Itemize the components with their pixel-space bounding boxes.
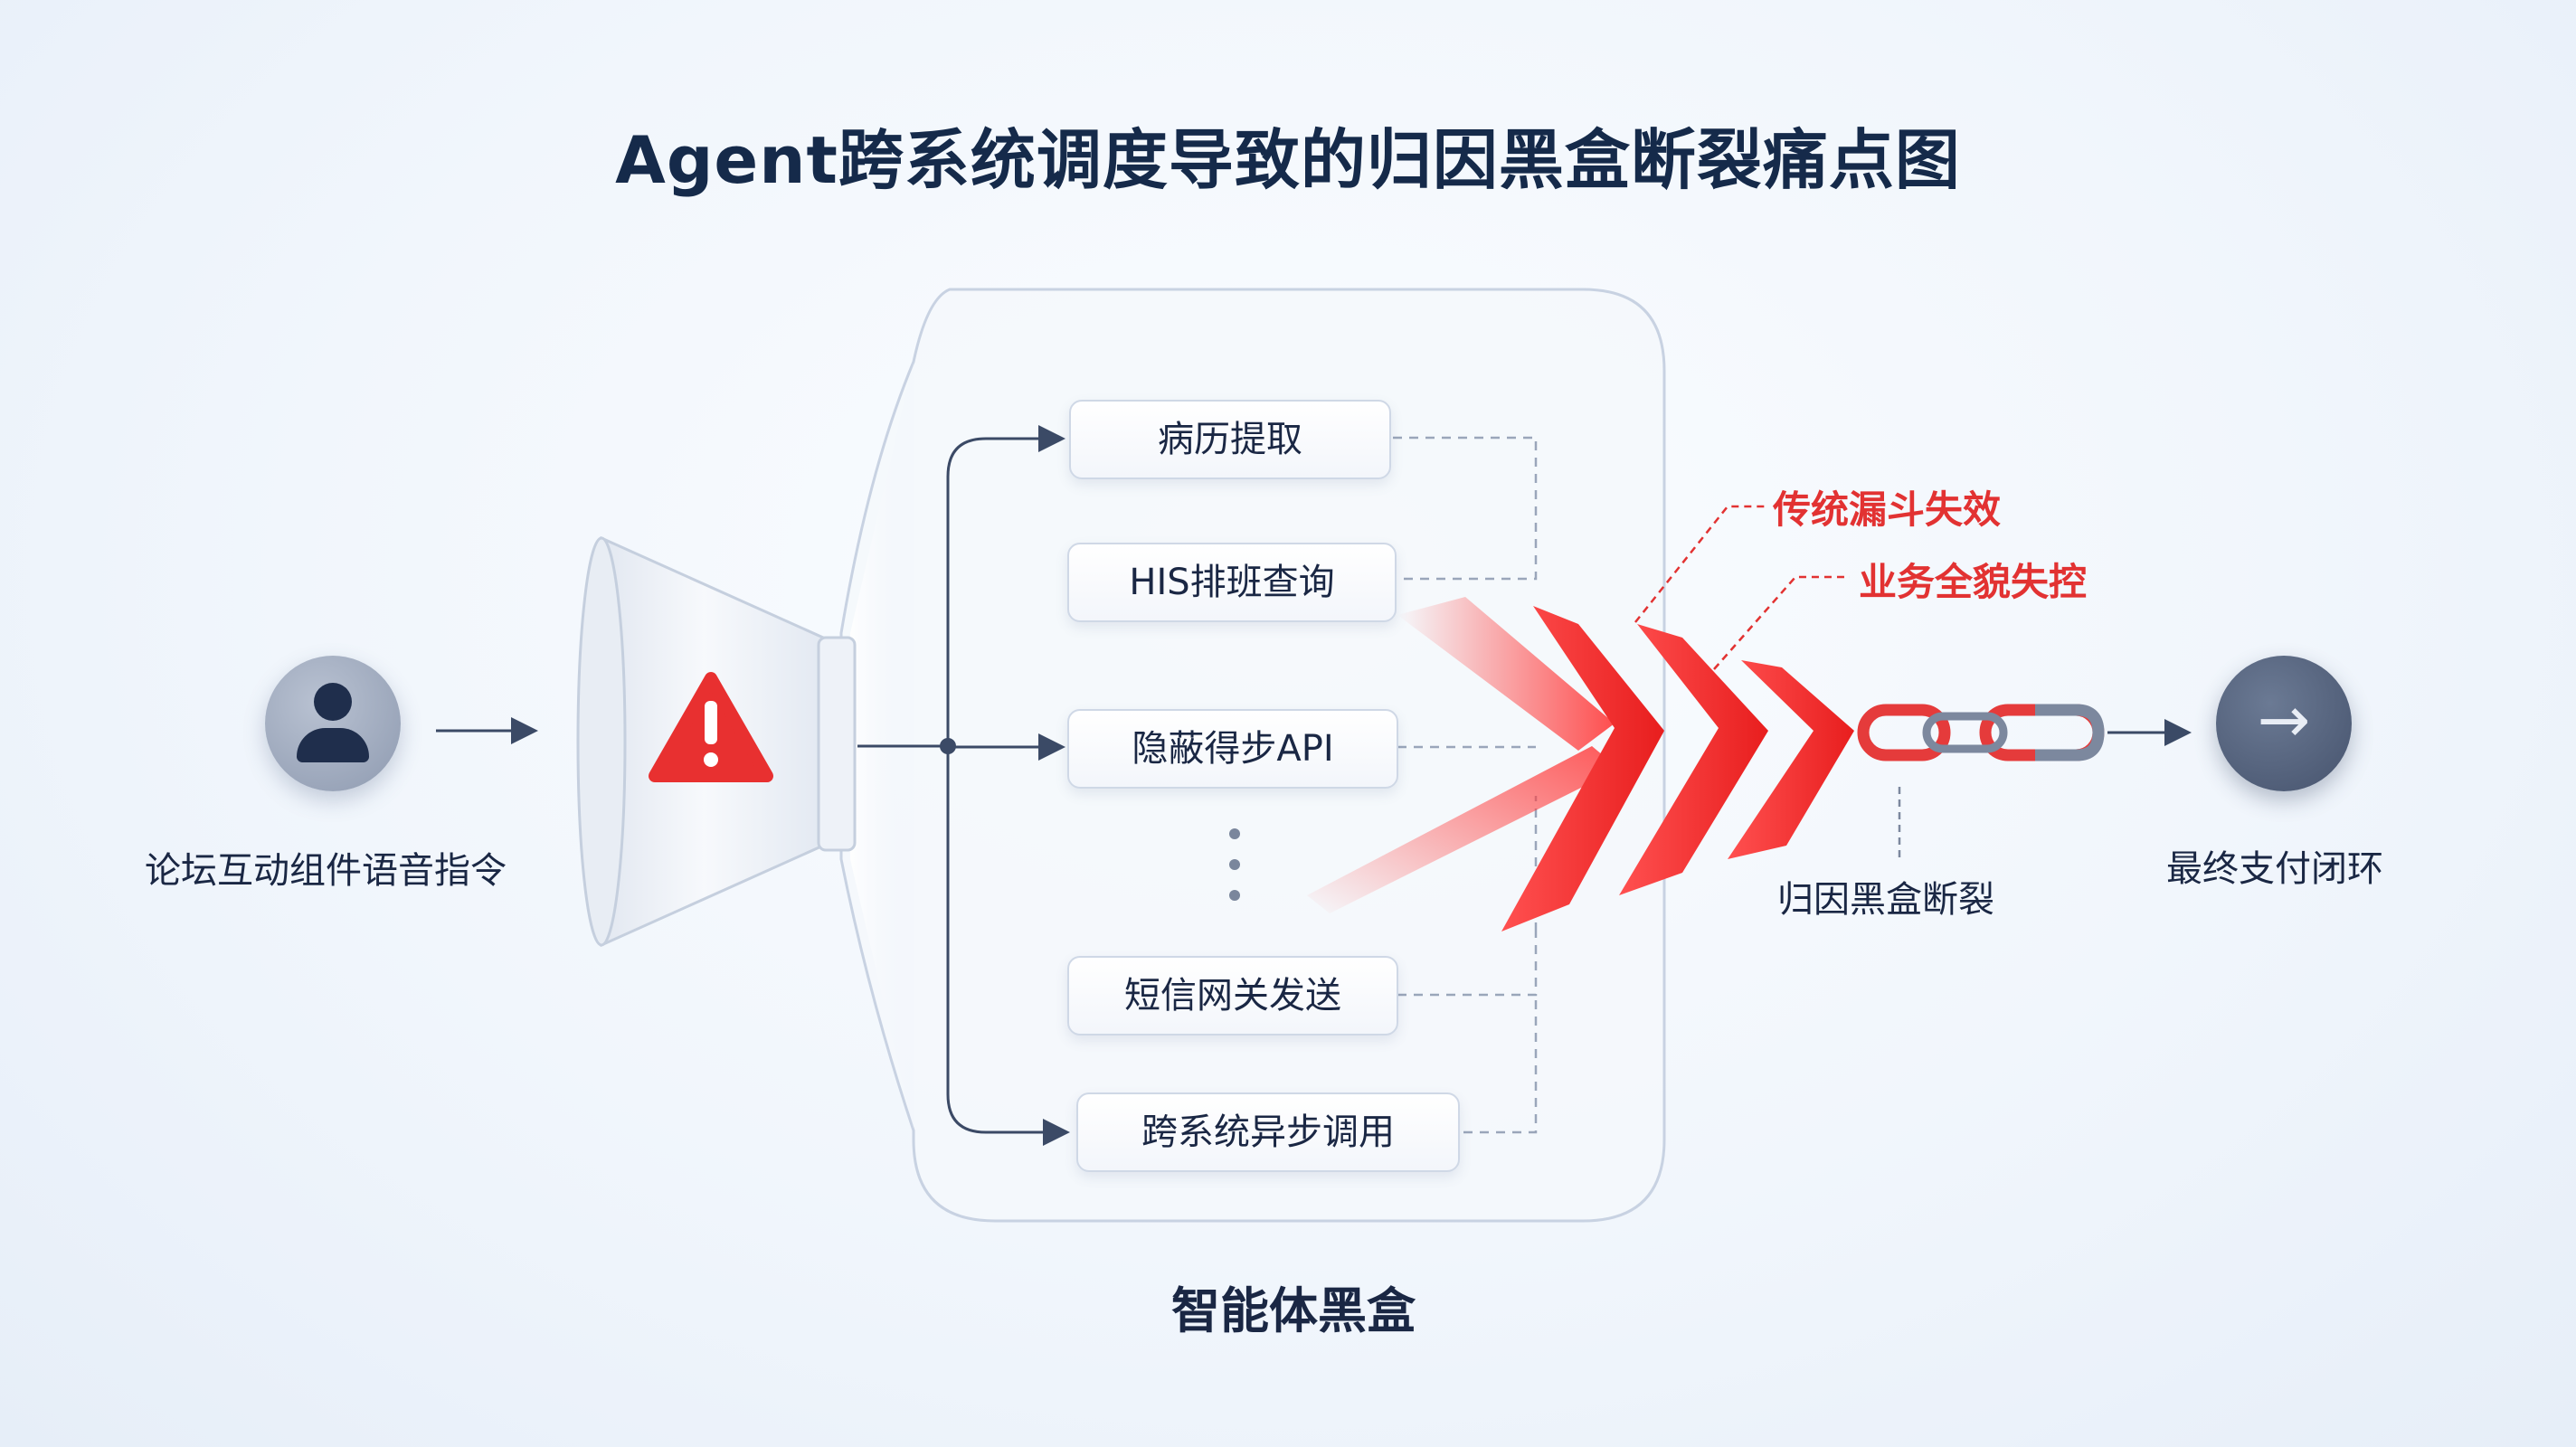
ellipsis-dot — [1229, 890, 1240, 901]
break-label: 归因黑盒断裂 — [1777, 879, 1994, 921]
task-box-async-call: 跨系统异步调用 — [1076, 1092, 1460, 1172]
task-box-his-schedule: HIS排班查询 — [1067, 543, 1397, 622]
source-label: 论坛互动组件语音指令 — [145, 850, 507, 892]
page-title: Agent跨系统调度导致的归因黑盒断裂痛点图 — [615, 122, 1961, 198]
ellipsis-dot — [1229, 859, 1240, 870]
trunk-line — [946, 437, 987, 1134]
task-box-hidden-api: 隐蔽得步API — [1067, 709, 1398, 789]
user-icon — [265, 656, 401, 791]
blackbox-label: 智能体黑盒 — [1171, 1282, 1416, 1339]
warning-triangle-icon — [649, 672, 773, 782]
failure-leader-lines — [1634, 505, 1850, 670]
failure-label-funnel: 传统漏斗失效 — [1773, 487, 2002, 532]
red-streak-lower — [1307, 746, 1619, 913]
broken-chain-icon — [1857, 704, 2105, 761]
failure-label-overview: 业务全貌失控 — [1859, 560, 2088, 604]
ellipsis-dot — [1229, 828, 1240, 839]
task-box-medical-record: 病历提取 — [1069, 400, 1391, 479]
end-label: 最终支付闭环 — [2166, 848, 2383, 890]
arrow-right-icon: → — [2216, 656, 2352, 791]
task-box-sms-gateway: 短信网关发送 — [1067, 956, 1398, 1036]
red-streak-upper — [1397, 597, 1615, 751]
red-chevrons — [1501, 606, 1854, 932]
